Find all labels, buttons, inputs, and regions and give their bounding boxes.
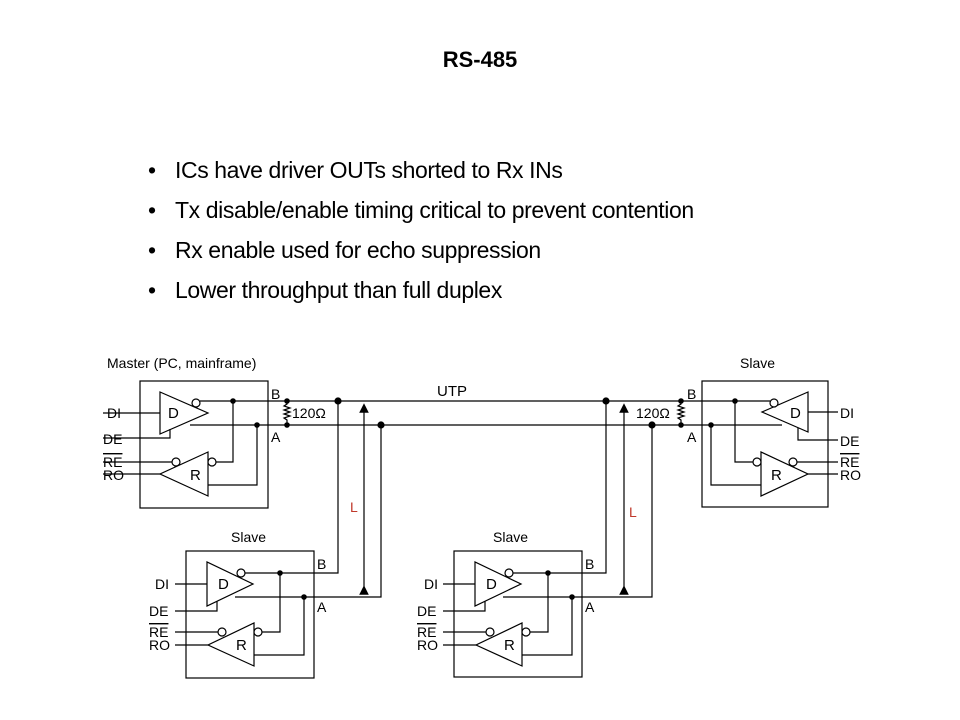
node-title: Master (PC, mainframe) <box>107 355 256 371</box>
svg-text:D: D <box>218 576 229 593</box>
bus-label: UTP <box>437 383 467 400</box>
line-a-label-right: A <box>687 429 697 445</box>
termination-label-right: 120Ω <box>636 405 670 421</box>
svg-text:R: R <box>236 637 247 654</box>
stub-length-label-left: L <box>350 499 358 515</box>
svg-text:D: D <box>168 405 179 422</box>
node-title: Slave <box>740 355 775 371</box>
svg-text:DI: DI <box>840 405 854 421</box>
svg-text:B: B <box>317 556 326 572</box>
node-title: Slave <box>493 529 528 545</box>
svg-text:RE: RE <box>840 454 859 470</box>
transceiver-slave-right: Slave D R DI DE RE RO <box>701 355 861 508</box>
svg-text:D: D <box>790 405 801 422</box>
svg-text:RE: RE <box>103 454 122 470</box>
bullet-item: •Tx disable/enable timing critical to pr… <box>148 190 694 230</box>
bullet-icon: • <box>148 277 156 303</box>
line-b-label-left: B <box>271 386 280 402</box>
stub-a-left <box>314 425 382 598</box>
svg-text:RE: RE <box>149 624 168 640</box>
bullet-item: •Rx enable used for echo suppression <box>148 230 694 270</box>
termination-resistor-right <box>676 398 686 428</box>
driver-triangle <box>760 391 809 433</box>
termination-label-left: 120Ω <box>292 405 326 421</box>
stub-length-label-right: L <box>629 504 637 520</box>
svg-text:DE: DE <box>840 433 859 449</box>
line-a-label-left: A <box>271 429 281 445</box>
svg-text:RO: RO <box>149 637 170 653</box>
svg-text:B: B <box>585 556 594 572</box>
svg-text:DI: DI <box>107 405 121 421</box>
receiver-triangle <box>206 622 255 667</box>
transceiver-master: Master (PC, mainframe) D R DI DE RE RO <box>103 355 269 509</box>
termination-resistor-left <box>282 398 292 428</box>
receiver-triangle <box>474 622 523 667</box>
bullet-icon: • <box>148 237 156 263</box>
svg-text:DI: DI <box>155 576 169 592</box>
svg-text:RO: RO <box>840 467 861 483</box>
svg-text:R: R <box>771 467 782 484</box>
bullet-icon: • <box>148 197 156 223</box>
node-title: Slave <box>231 529 266 545</box>
bullet-icon: • <box>148 157 156 183</box>
svg-text:RO: RO <box>417 637 438 653</box>
svg-text:R: R <box>190 467 201 484</box>
bullet-item: •Lower throughput than full duplex <box>148 270 694 310</box>
svg-text:A: A <box>585 599 595 615</box>
slide-title: RS-485 <box>442 47 518 72</box>
svg-text:RO: RO <box>103 467 124 483</box>
stub-b-right <box>582 401 607 574</box>
line-b-label-right: B <box>687 386 696 402</box>
driver-triangle <box>474 561 523 607</box>
svg-text:DE: DE <box>103 431 122 447</box>
svg-text:DE: DE <box>149 603 168 619</box>
bullet-item: •ICs have driver OUTs shorted to Rx INs <box>148 150 694 190</box>
svg-text:A: A <box>317 599 327 615</box>
stub-a-right <box>582 425 653 598</box>
driver-triangle <box>206 561 255 607</box>
transceiver-slave-bottom-center: Slave D R DI DE RE RO B A <box>417 529 595 678</box>
stub-b-left <box>314 401 339 574</box>
svg-text:DE: DE <box>417 603 436 619</box>
svg-text:RE: RE <box>417 624 436 640</box>
svg-text:D: D <box>486 576 497 593</box>
transceiver-slave-bottom-left: Slave D R DI DE RE RO B A <box>149 529 327 679</box>
receiver-triangle <box>158 451 209 497</box>
bullet-list: •ICs have driver OUTs shorted to Rx INs … <box>148 150 694 310</box>
svg-text:DI: DI <box>424 576 438 592</box>
receiver-triangle <box>760 451 810 497</box>
svg-text:R: R <box>504 637 515 654</box>
